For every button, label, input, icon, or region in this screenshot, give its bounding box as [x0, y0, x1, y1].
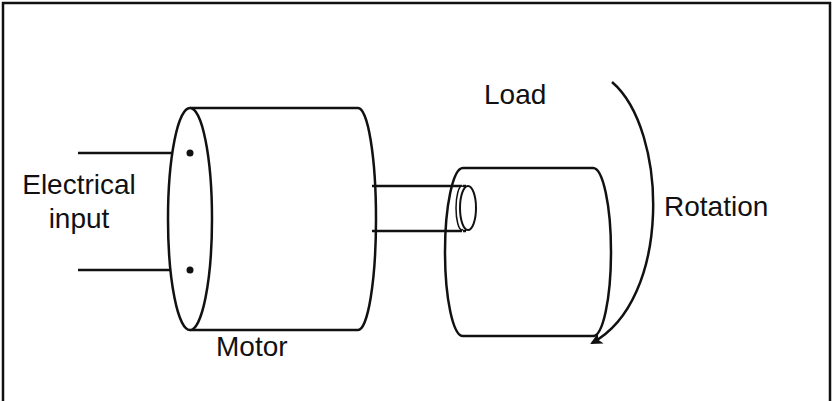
terminal: [187, 150, 194, 157]
part-label: Motor: [216, 330, 336, 364]
part-label: Electrical input: [4, 168, 154, 235]
shaft-tip: [460, 186, 476, 230]
load-face: [445, 168, 463, 336]
shaft: [463, 186, 466, 231]
part-label: Load: [484, 78, 594, 112]
motor-body: [190, 108, 376, 330]
motor-face: [168, 108, 212, 330]
rotation-arrow: [592, 82, 653, 343]
part-label: Rotation: [664, 190, 824, 224]
terminal: [187, 267, 194, 274]
frame: [3, 3, 830, 401]
load-body: [463, 168, 611, 336]
